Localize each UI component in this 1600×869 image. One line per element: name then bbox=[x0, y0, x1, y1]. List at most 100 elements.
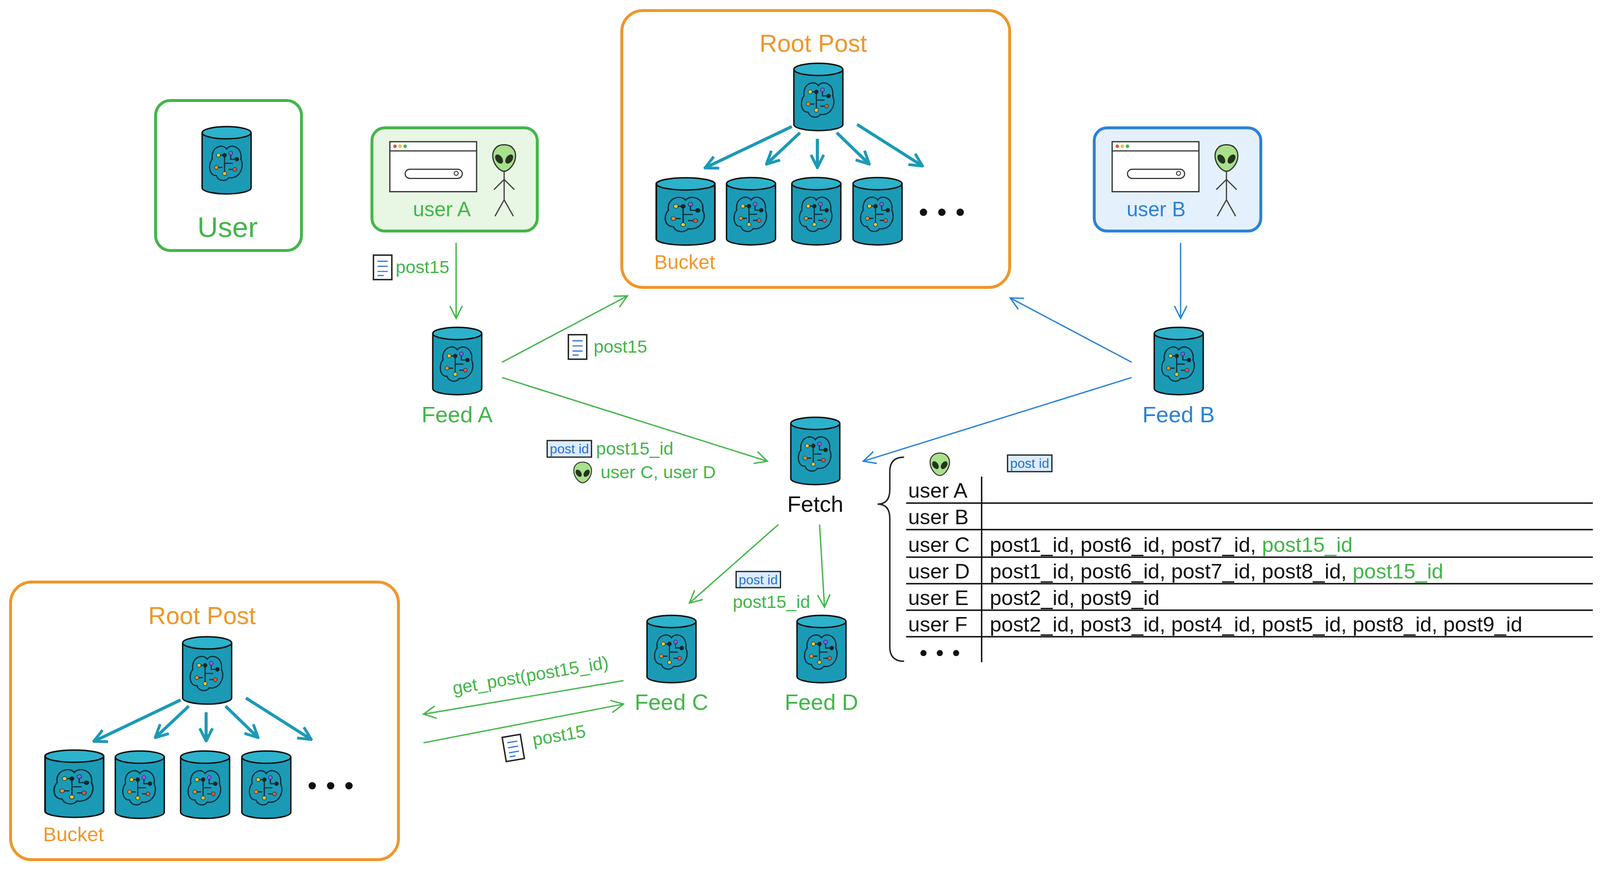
database-icon bbox=[60, 789, 65, 793]
alien-icon bbox=[574, 468, 584, 479]
database-icon bbox=[738, 216, 743, 221]
database-icon bbox=[249, 770, 283, 806]
user-icon bbox=[389, 150, 477, 152]
user-icon bbox=[1127, 169, 1185, 179]
database-node: Feed B bbox=[1135, 325, 1222, 428]
database-icon bbox=[213, 781, 218, 786]
document-icon bbox=[568, 334, 587, 360]
database-icon bbox=[122, 770, 156, 806]
table-cell: post2_id, post3_id, post4_id, post5_id, … bbox=[990, 612, 1523, 637]
database-icon bbox=[752, 202, 757, 206]
database-icon bbox=[200, 777, 205, 782]
database-icon bbox=[432, 327, 482, 340]
node-label: Feed B bbox=[1142, 401, 1216, 428]
user-icon bbox=[1115, 144, 1119, 148]
node-label: Feed D bbox=[784, 689, 859, 715]
database-icon bbox=[661, 641, 666, 646]
id-table bbox=[906, 556, 1593, 558]
database-icon bbox=[680, 222, 686, 227]
database-icon bbox=[860, 197, 894, 232]
id-table bbox=[980, 476, 983, 663]
database-icon bbox=[142, 775, 146, 780]
database-icon bbox=[256, 777, 260, 782]
flow-arrow bbox=[455, 242, 457, 319]
database-icon bbox=[1166, 366, 1171, 371]
group-box: User bbox=[154, 99, 304, 252]
node-label: Root Post bbox=[148, 602, 256, 631]
database-icon bbox=[808, 89, 812, 94]
database-icon bbox=[793, 63, 843, 131]
database-icon bbox=[824, 208, 829, 213]
database-icon bbox=[432, 327, 482, 395]
database-icon bbox=[54, 769, 94, 804]
database-icon bbox=[818, 202, 823, 206]
document-icon bbox=[377, 261, 388, 276]
ellipsis-dot bbox=[938, 208, 946, 216]
database-icon bbox=[798, 436, 831, 472]
user-icon bbox=[1176, 171, 1181, 176]
id-table bbox=[906, 609, 1593, 611]
database-icon bbox=[135, 777, 140, 782]
flow-arrow bbox=[819, 524, 825, 608]
table-cell: user A bbox=[908, 478, 968, 503]
post-id-badge: post id bbox=[546, 440, 593, 458]
fanout-arrow bbox=[204, 712, 208, 740]
database-icon bbox=[62, 776, 68, 781]
database-icon bbox=[793, 69, 843, 131]
database-icon bbox=[190, 656, 223, 691]
fanout-arrow bbox=[94, 699, 181, 741]
database-icon bbox=[84, 780, 90, 785]
database-icon bbox=[695, 208, 701, 213]
table-cell: user F bbox=[908, 612, 968, 637]
database-icon bbox=[200, 796, 205, 800]
database-icon bbox=[254, 789, 258, 794]
id-table bbox=[906, 502, 1593, 504]
database-icon bbox=[829, 646, 834, 650]
database-icon bbox=[1154, 333, 1204, 395]
database-icon bbox=[656, 177, 715, 190]
database-icon bbox=[791, 183, 841, 245]
edge-label: post15 bbox=[591, 336, 649, 358]
database-icon bbox=[803, 456, 807, 460]
user-icon bbox=[454, 171, 459, 176]
user-icon bbox=[398, 144, 402, 148]
user-icon bbox=[1216, 171, 1237, 217]
database-icon bbox=[790, 417, 840, 485]
database-icon bbox=[804, 634, 837, 670]
database-icon bbox=[228, 151, 233, 155]
database-icon bbox=[182, 642, 232, 705]
database-icon bbox=[667, 641, 672, 646]
database-icon bbox=[203, 681, 207, 686]
flow-arrow bbox=[423, 704, 624, 743]
database-icon bbox=[759, 208, 763, 213]
database-icon bbox=[129, 777, 151, 798]
database-icon bbox=[799, 197, 833, 232]
database-icon bbox=[808, 89, 829, 111]
alien-icon bbox=[493, 153, 505, 166]
database-icon bbox=[180, 750, 230, 764]
user-icon bbox=[403, 144, 407, 148]
database-icon bbox=[879, 202, 884, 206]
database-icon bbox=[796, 621, 846, 683]
fanout-arrow bbox=[225, 706, 257, 737]
database-icon bbox=[213, 677, 218, 682]
database-icon bbox=[804, 634, 837, 670]
alien-icon bbox=[929, 452, 950, 476]
database-icon bbox=[432, 333, 482, 395]
alien-icon bbox=[573, 462, 592, 483]
document-icon bbox=[373, 255, 392, 280]
database-icon bbox=[791, 177, 841, 190]
database-icon bbox=[69, 776, 75, 781]
database-icon bbox=[656, 177, 715, 245]
alien-icon bbox=[492, 145, 516, 172]
database-icon bbox=[811, 641, 832, 663]
database-icon bbox=[811, 462, 816, 467]
database-icon bbox=[69, 794, 75, 799]
database-icon bbox=[873, 222, 878, 227]
database-icon bbox=[196, 663, 218, 684]
edge-label: post15 bbox=[529, 720, 590, 751]
database-icon bbox=[873, 204, 878, 209]
database-icon bbox=[812, 204, 816, 209]
edge-label: post15_id bbox=[594, 438, 676, 460]
database-icon bbox=[188, 770, 221, 806]
